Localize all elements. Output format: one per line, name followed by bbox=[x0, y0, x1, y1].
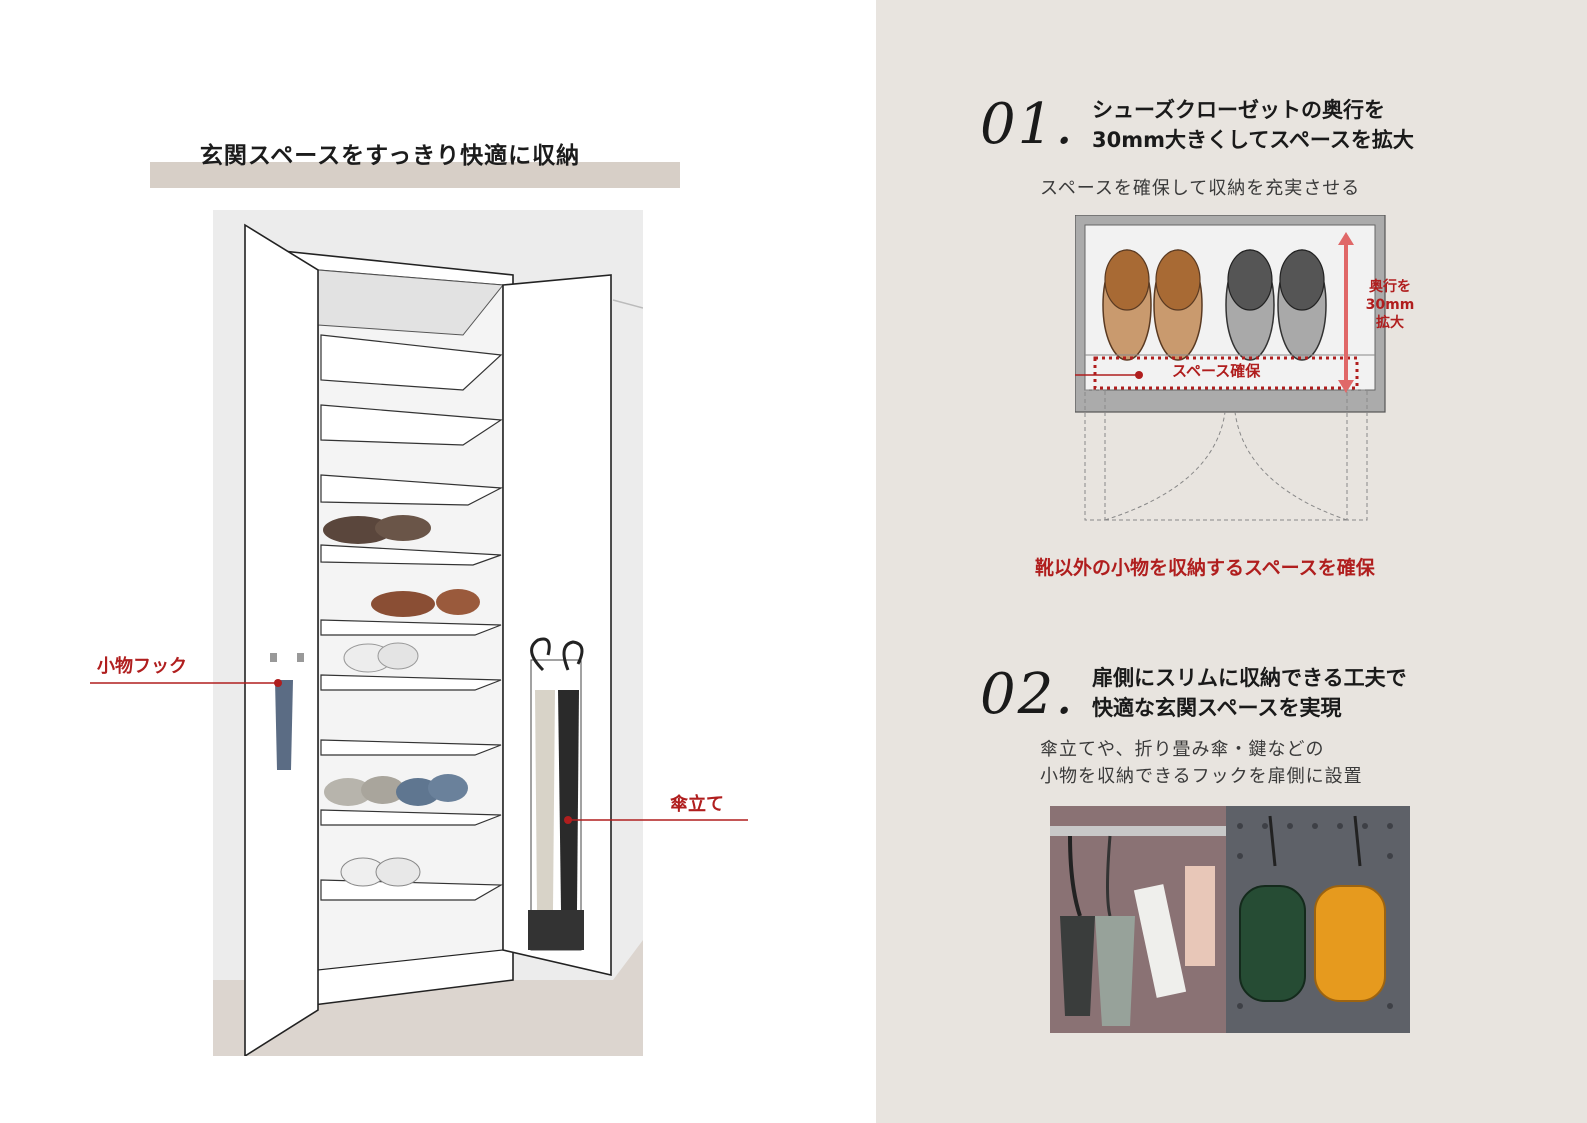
heading-underline-band bbox=[150, 162, 680, 188]
callout-umbrella-stand-label: 傘立て bbox=[670, 794, 724, 815]
section-1-number: 01. bbox=[980, 92, 1076, 157]
depth-expanded-label: 奥行を 30mm 拡大 bbox=[1365, 278, 1415, 332]
page-title: 玄関スペースをすっきり快適に収納 bbox=[199, 143, 581, 169]
callout-lines bbox=[90, 679, 748, 824]
depth-label-line-3: 拡大 bbox=[1376, 315, 1404, 331]
section-1-caption: 靴以外の小物を収納するスペースを確保 bbox=[1035, 557, 1375, 579]
section-2-title-line-1: 扉側にスリムに収納できる工夫で bbox=[1092, 666, 1407, 690]
section-2-title: 扉側にスリムに収納できる工夫で 快適な玄関スペースを実現 bbox=[1092, 663, 1407, 723]
heading-block: 玄関スペースをすっきり快適に収納 bbox=[150, 130, 680, 188]
shoe-cabinet-illustration bbox=[213, 210, 643, 1056]
depth-label-line-2: 30mm bbox=[1365, 297, 1415, 313]
depth-label-line-1: 奥行を bbox=[1369, 279, 1411, 295]
section-1-title-line-2: 30mm大きくしてスペースを拡大 bbox=[1092, 128, 1414, 152]
space-secured-label: スペース確保 bbox=[1172, 362, 1261, 380]
callout-hook-label: 小物フック bbox=[97, 656, 187, 677]
section-2-subtitle-line-1: 傘立てや、折り畳み傘・鍵などの bbox=[1040, 739, 1325, 760]
section-1-title: シューズクローゼットの奥行を 30mm大きくしてスペースを拡大 bbox=[1092, 95, 1414, 155]
section-2-number: 02. bbox=[980, 662, 1076, 727]
closet-depth-diagram bbox=[1075, 215, 1386, 521]
section-2-title-line-2: 快適な玄関スペースを実現 bbox=[1092, 696, 1342, 720]
section-2-subtitle-line-2: 小物を収納できるフックを扉側に設置 bbox=[1040, 766, 1363, 787]
section-1-subtitle: スペースを確保して収納を充実させる bbox=[1040, 178, 1361, 199]
section-2-subtitle: 傘立てや、折り畳み傘・鍵などの 小物を収納できるフックを扉側に設置 bbox=[1040, 736, 1363, 790]
section-1-title-line-1: シューズクローゼットの奥行を bbox=[1092, 98, 1385, 122]
hook-storage-photo bbox=[1050, 806, 1410, 1033]
